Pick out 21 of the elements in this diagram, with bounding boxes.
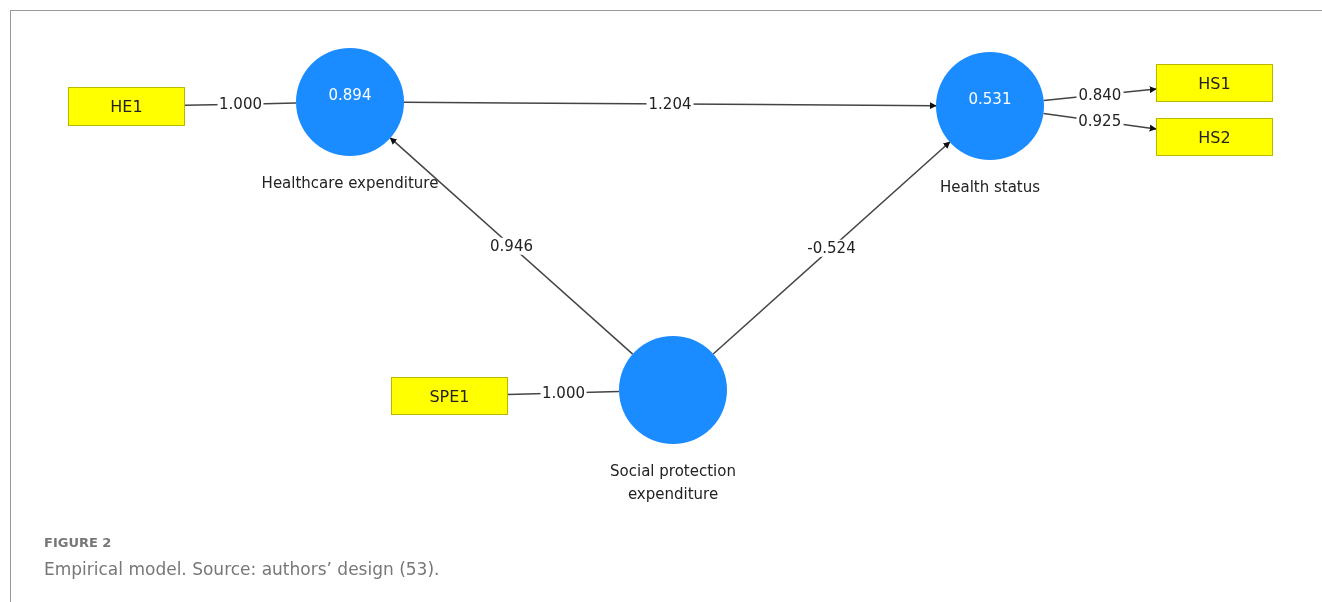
indicator-box [391,377,508,415]
figure-caption: Empirical model. Source: authors’ design (53). [44,559,440,579]
path-coefficient-value: 0.531 [968,90,1012,108]
construct-name: Social protection expenditure [609,461,737,505]
figure-number: FIGURE 2 [44,535,112,550]
indicator-label: HS1 [1198,73,1231,93]
construct-name: Healthcare expenditure [260,173,440,194]
edge-label: -0.524 [805,239,858,257]
indicator-label: HS2 [1198,127,1231,147]
indicator-label: HE1 [110,97,143,116]
arrow [389,137,634,355]
indicator-box [1156,118,1273,156]
indicator-box [1156,64,1273,102]
edge-label: 0.946 [488,237,535,255]
edge-label: 0.840 [1076,86,1124,103]
indicator-box [68,87,185,126]
construct-name: Health status [938,177,1042,198]
arrow [403,101,937,110]
path-coefficient-value: 0.894 [328,86,372,104]
indicator-label: SPE1 [429,386,470,406]
arrow [712,141,951,355]
